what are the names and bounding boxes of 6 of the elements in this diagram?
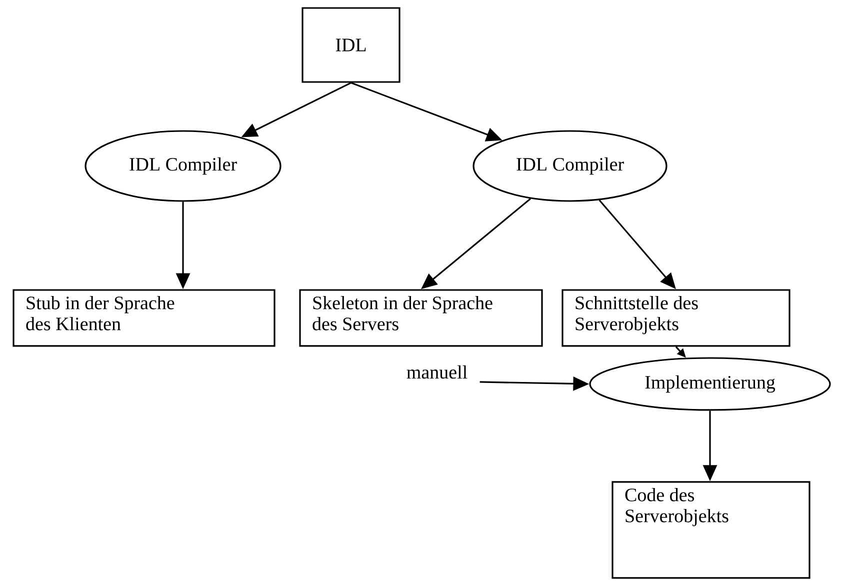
process-box: IDL xyxy=(302,7,400,83)
process-box: Code des Serverobjekts xyxy=(612,481,810,579)
process-box: Schnittstelle des Serverobjekts xyxy=(562,289,790,347)
process-box: Stub in der Sprache des Klienten xyxy=(12,289,276,347)
node-text: manuell xyxy=(406,365,468,379)
process-box: Skeleton in der Sprache des Servers xyxy=(299,289,543,347)
